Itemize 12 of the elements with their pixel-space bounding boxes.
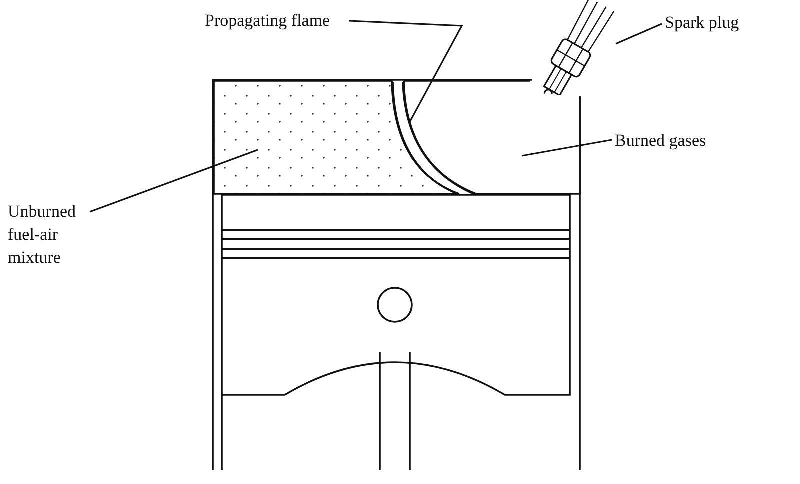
callout-label: Unburned fuel-air mixture (8, 200, 88, 269)
callout-label: Spark plug (665, 11, 740, 34)
spark-plug-drawing (543, 0, 615, 98)
callout-label: Propagating flame (205, 9, 330, 32)
burned-gas-region (403, 80, 581, 195)
leader-line (522, 139, 612, 157)
unburned-mixture-region (213, 80, 460, 195)
leader-line (348, 20, 464, 122)
flame-front (392, 81, 477, 196)
leader-line (616, 23, 662, 45)
leader-line (90, 149, 258, 213)
callout-label: Burned gases (615, 129, 706, 152)
